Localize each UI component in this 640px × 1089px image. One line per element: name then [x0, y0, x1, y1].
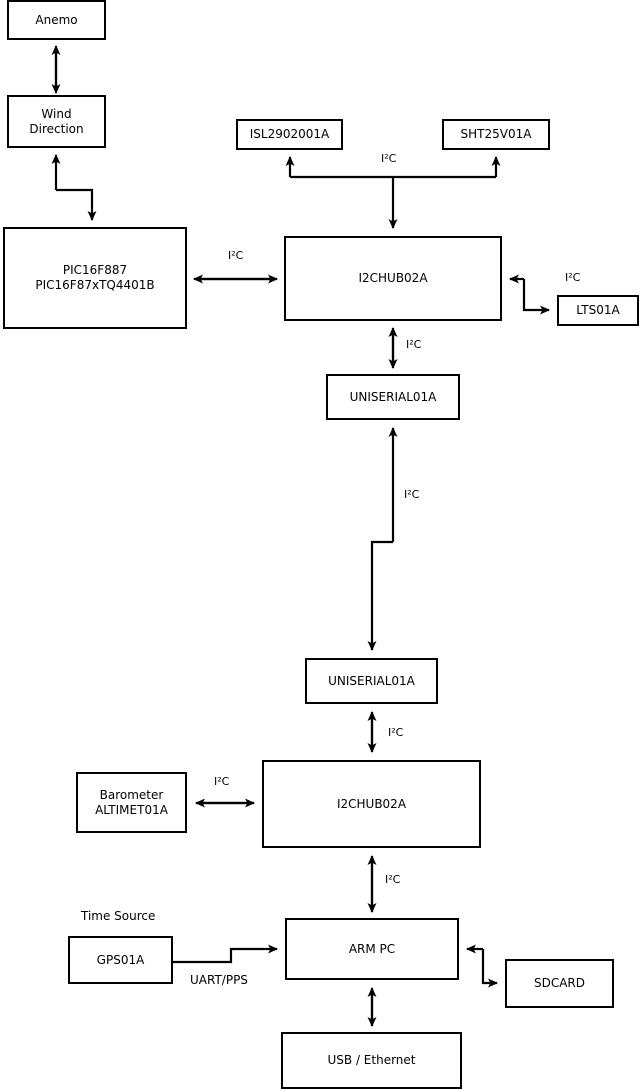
node-gps01a-label: GPS01A	[96, 952, 145, 967]
edge-label-hub-lts: I²C	[565, 271, 581, 284]
edge-label-hub-uniserial: I²C	[406, 338, 422, 351]
node-lts01a[interactable]: LTS01A	[557, 295, 639, 326]
node-uniserial01a-bottom[interactable]: UNISERIAL01A	[305, 658, 438, 704]
node-isl2902001a[interactable]: ISL2902001A	[236, 119, 343, 150]
node-i2chub02a-top[interactable]: I2CHUB02A	[284, 236, 502, 321]
node-sht25v01a-label: SHT25V01A	[460, 127, 532, 141]
node-pic-mcu[interactable]: PIC16F887 PIC16F87xTQ4401B	[3, 227, 187, 329]
connection-uniserial-uniserial	[367, 427, 398, 651]
node-wind-direction[interactable]: Wind Direction	[7, 95, 106, 148]
node-usb-ethernet-label: USB / Ethernet	[327, 1053, 416, 1067]
node-barometer-altimet01a-label: Barometer ALTIMET01A	[95, 787, 168, 817]
node-arm-pc-label: ARM PC	[348, 941, 396, 956]
node-i2chub02a-bottom[interactable]: I2CHUB02A	[262, 760, 481, 848]
node-i2chub02a-top-label: I2CHUB02A	[358, 271, 428, 285]
connection-hub-lts	[509, 274, 550, 315]
node-arm-pc[interactable]: ARM PC	[285, 918, 459, 980]
node-i2chub02a-bottom-label: I2CHUB02A	[336, 796, 407, 811]
label-time-source: Time Source	[81, 909, 156, 923]
node-uniserial01a-top-label: UNISERIAL01A	[349, 389, 437, 404]
node-gps01a[interactable]: GPS01A	[68, 936, 173, 984]
node-sdcard[interactable]: SDCARD	[505, 959, 614, 1008]
edge-label-baro-hubbot: I²C	[214, 775, 230, 788]
edge-label-hubbot-armpc: I²C	[385, 873, 401, 886]
connection-armpc-sdcard	[466, 944, 498, 988]
edge-label-sensor-bus: I²C	[381, 152, 397, 165]
connection-wind-pic	[51, 154, 97, 221]
node-sht25v01a[interactable]: SHT25V01A	[442, 119, 550, 150]
node-anemo[interactable]: Anemo	[7, 0, 106, 40]
connection-hub-sensor-bus	[285, 156, 501, 229]
node-uniserial01a-top[interactable]: UNISERIAL01A	[326, 374, 460, 420]
node-lts01a-label: LTS01A	[576, 303, 620, 317]
node-anemo-label: Anemo	[35, 12, 78, 27]
node-barometer-altimet01a[interactable]: Barometer ALTIMET01A	[76, 772, 187, 833]
node-pic-mcu-label: PIC16F887 PIC16F87xTQ4401B	[35, 263, 155, 292]
connection-gps-armpc	[173, 944, 278, 964]
edge-label-pic-hub: I²C	[228, 249, 244, 262]
node-isl2902001a-label: ISL2902001A	[249, 127, 330, 141]
edge-label-uniserial-uniserial: I²C	[404, 488, 420, 501]
edge-label-uniserial-hubbot: I²C	[388, 726, 404, 739]
edge-label-gps-armpc: UART/PPS	[190, 973, 248, 987]
node-uniserial01a-bottom-label: UNISERIAL01A	[328, 673, 415, 688]
node-wind-direction-label: Wind Direction	[29, 106, 84, 136]
node-sdcard-label: SDCARD	[533, 976, 586, 990]
node-usb-ethernet[interactable]: USB / Ethernet	[281, 1032, 462, 1089]
